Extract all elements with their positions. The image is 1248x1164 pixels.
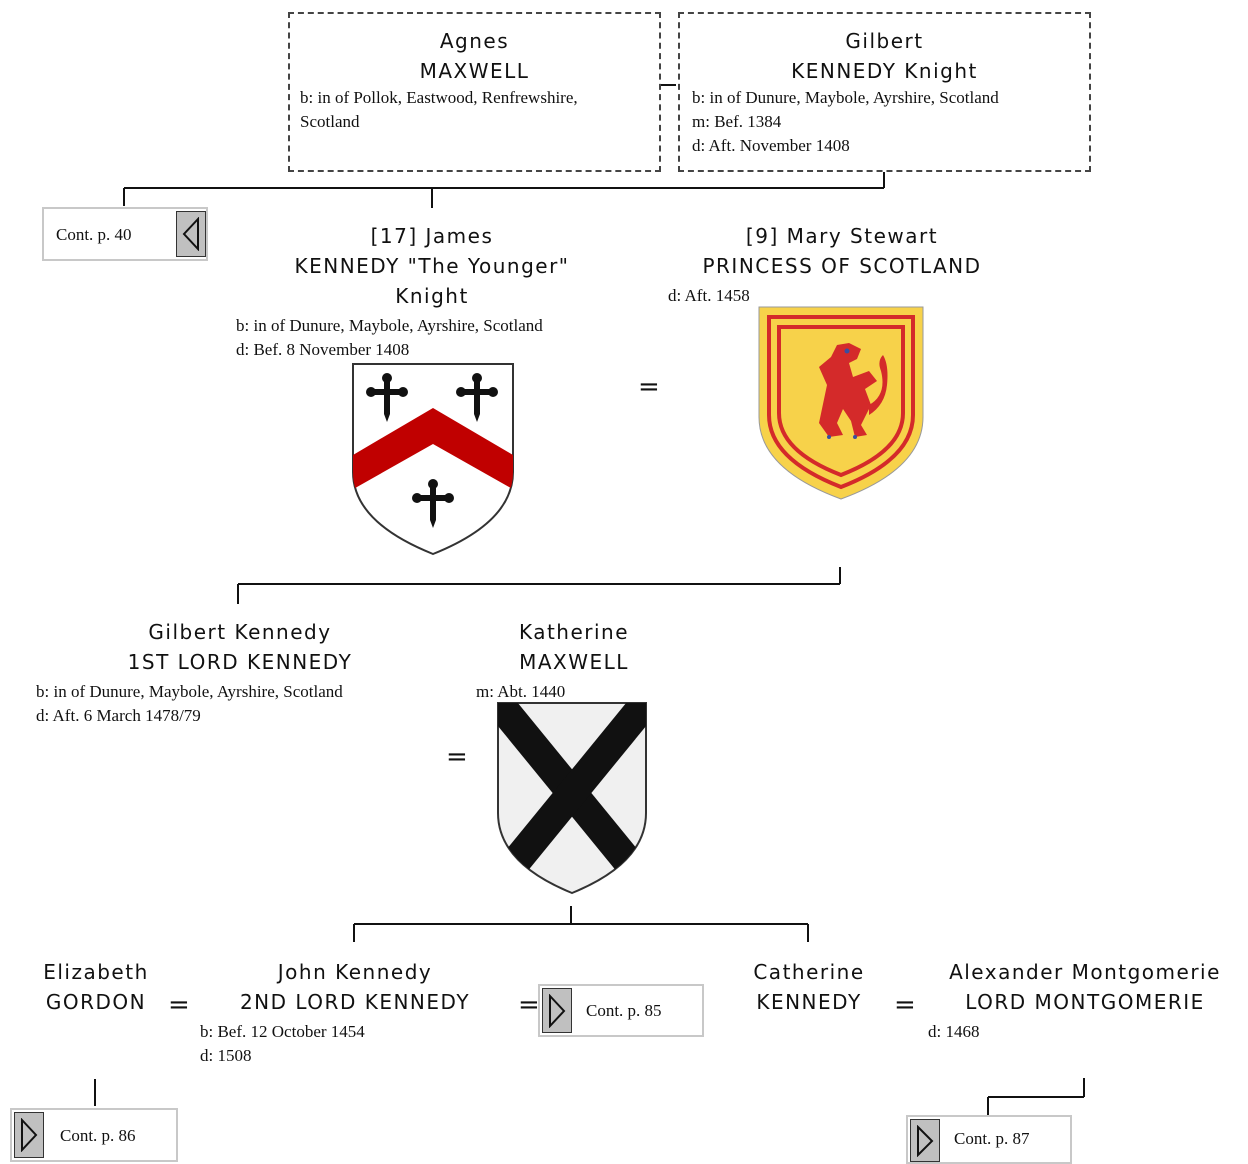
person-surname: MAXWELL <box>519 650 629 674</box>
death-detail-gilbert-lord: d: Aft. 6 March 1478/79 <box>36 706 201 725</box>
marriage-symbol: = <box>446 742 468 772</box>
birth-detail-gilbert-lord: b: in of Dunure, Maybole, Ayrshire, Scot… <box>36 682 343 701</box>
person-surname: KENNEDY <box>756 990 862 1014</box>
person-katherine[interactable]: Katherine MAXWELL <box>476 617 672 677</box>
continuation-p85[interactable]: Cont. p. 85 <box>538 984 704 1037</box>
marriage-detail-katherine: m: Abt. 1440 <box>476 682 566 701</box>
person-given-name: Alexander Montgomerie <box>949 960 1221 984</box>
continuation-label: Cont. p. 86 <box>60 1126 136 1145</box>
person-given-name: Katherine <box>518 620 630 644</box>
marriage-symbol: = <box>894 990 916 1020</box>
person-surname: LORD MONTGOMERIE <box>965 990 1205 1014</box>
person-given-name: Gilbert Kennedy <box>148 620 332 644</box>
death-detail-mary: d: Aft. 1458 <box>668 286 750 305</box>
continuation-label: Cont. p. 87 <box>954 1129 1030 1148</box>
person-catherine[interactable]: Catherine KENNEDY <box>732 957 886 1017</box>
marriage-symbol: = <box>518 990 540 1020</box>
person-mary[interactable]: [9] Mary Stewart PRINCESS OF SCOTLAND <box>664 221 1020 281</box>
death-detail-john: d: 1508 <box>200 1046 252 1065</box>
marriage-symbol: = <box>168 990 190 1020</box>
kennedy-coat-of-arms <box>352 363 514 556</box>
person-box-agnes[interactable]: Agnes MAXWELL b: in of Pollok, Eastwood,… <box>288 12 661 172</box>
person-given-name: Catherine <box>753 960 865 984</box>
person-surname: PRINCESS OF SCOTLAND <box>702 254 982 278</box>
person-alexander[interactable]: Alexander Montgomerie LORD MONTGOMERIE <box>924 957 1246 1017</box>
triangle-left-icon[interactable] <box>176 211 206 257</box>
continuation-p87[interactable]: Cont. p. 87 <box>906 1115 1072 1164</box>
person-surname: KENNEDY "The Younger" <box>294 254 570 278</box>
person-surname: GORDON <box>45 990 147 1014</box>
triangle-right-icon[interactable] <box>14 1112 44 1158</box>
birth-detail: b: in of Dunure, Maybole, Ayrshire, Scot… <box>692 88 999 107</box>
marriage-symbol: = <box>638 372 660 402</box>
birth-detail-john: b: Bef. 12 October 1454 <box>200 1022 365 1041</box>
person-given-name: Gilbert <box>845 29 924 53</box>
person-given-name: Agnes <box>439 29 510 53</box>
continuation-p86[interactable]: Cont. p. 86 <box>10 1108 178 1162</box>
person-james[interactable]: [17] James KENNEDY "The Younger" Knight <box>232 221 632 311</box>
birth-detail-james: b: in of Dunure, Maybole, Ayrshire, Scot… <box>236 316 543 335</box>
person-gilbert-lord[interactable]: Gilbert Kennedy 1ST LORD KENNEDY <box>80 617 400 677</box>
triangle-right-icon[interactable] <box>542 988 572 1033</box>
person-surname: KENNEDY Knight <box>791 59 978 83</box>
person-given-name: [9] Mary Stewart <box>745 224 939 248</box>
continuation-p40[interactable]: Cont. p. 40 <box>42 207 208 261</box>
person-surname: MAXWELL <box>419 59 530 83</box>
marriage-detail: m: Bef. 1384 <box>692 112 782 131</box>
death-detail-james: d: Bef. 8 November 1408 <box>236 340 410 359</box>
maxwell-saltire-arms <box>497 702 647 895</box>
person-elizabeth[interactable]: Elizabeth GORDON <box>30 957 162 1017</box>
continuation-label: Cont. p. 85 <box>586 1001 662 1020</box>
person-surname: 2ND LORD KENNEDY <box>239 990 471 1014</box>
person-title: Knight <box>395 284 469 308</box>
continuation-label: Cont. p. 40 <box>56 225 132 244</box>
person-given-name: John Kennedy <box>277 960 433 984</box>
person-john[interactable]: John Kennedy 2ND LORD KENNEDY <box>196 957 514 1017</box>
person-surname: 1ST LORD KENNEDY <box>127 650 353 674</box>
triangle-right-icon[interactable] <box>910 1119 940 1162</box>
person-given-name: [17] James <box>370 224 494 248</box>
death-detail-alexander: d: 1468 <box>928 1022 980 1041</box>
royal-arms-of-scotland <box>758 306 924 500</box>
person-given-name: Elizabeth <box>43 960 149 984</box>
birth-detail-cont: Scotland <box>300 112 360 131</box>
death-detail: d: Aft. November 1408 <box>692 136 850 155</box>
birth-detail: b: in of Pollok, Eastwood, Renfrewshire, <box>300 88 578 107</box>
person-box-gilbert-sr[interactable]: Gilbert KENNEDY Knight b: in of Dunure, … <box>678 12 1091 172</box>
